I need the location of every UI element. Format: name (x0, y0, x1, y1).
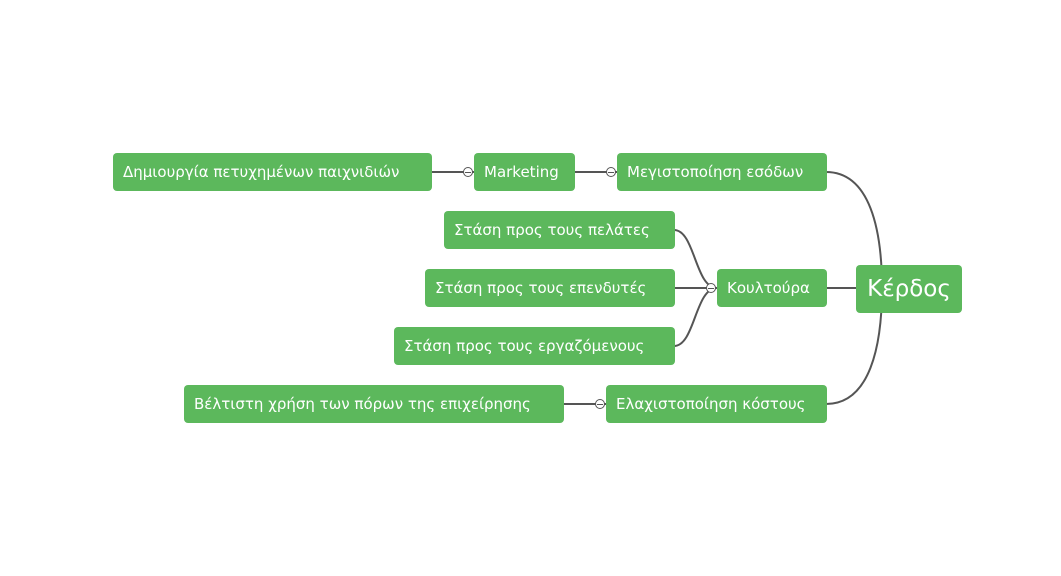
collapse-toggle-cost[interactable] (595, 399, 605, 409)
node-culture[interactable]: Κουλτούρα (717, 269, 827, 307)
root-node[interactable]: Κέρδος (856, 265, 962, 313)
node-revenue-maximization[interactable]: Μεγιστοποίηση εσόδων (617, 153, 827, 191)
node-customers-attitude[interactable]: Στάση προς τους πελάτες (444, 211, 675, 249)
node-successful-games[interactable]: Δημιουργία πετυχημένων παιχνιδιών (113, 153, 432, 191)
node-resource-usage[interactable]: Βέλτιστη χρήση των πόρων της επιχείρησης (184, 385, 564, 423)
node-marketing[interactable]: Marketing (474, 153, 575, 191)
link-culture-customers (673, 229, 718, 289)
collapse-toggle-revenue[interactable] (606, 167, 616, 177)
collapse-toggle-culture[interactable] (706, 283, 716, 293)
node-investors-attitude[interactable]: Στάση προς τους επενδυτές (425, 269, 675, 307)
node-employees-attitude[interactable]: Στάση προς τους εργαζόμενους (394, 327, 675, 365)
collapse-toggle-marketing[interactable] (463, 167, 473, 177)
link-culture-employees (673, 287, 718, 347)
node-cost-minimization[interactable]: Ελαχιστοποίηση κόστους (606, 385, 827, 423)
